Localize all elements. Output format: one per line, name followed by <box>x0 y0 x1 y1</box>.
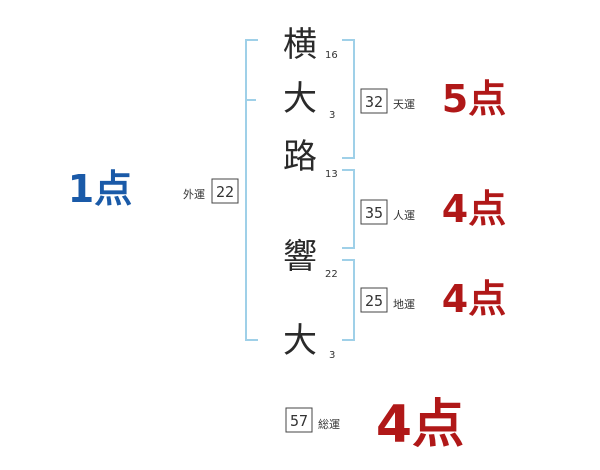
earth-fortune-score: 4点 <box>442 277 506 321</box>
stroke-count-2: 3 <box>329 110 335 121</box>
outer-fortune: 外運 22 1点 <box>68 167 239 211</box>
name-characters: 横 16 大 3 路 13 響 22 大 3 <box>283 25 338 361</box>
outer-fortune-value: 22 <box>216 183 234 201</box>
earth-fortune-box <box>360 287 388 313</box>
outer-fortune-label: 外運 <box>183 188 205 201</box>
name-char-1: 横 <box>283 25 317 65</box>
heaven-fortune-bracket <box>342 39 355 159</box>
name-char-2: 大 <box>283 79 317 119</box>
stroke-count-4: 22 <box>325 269 338 280</box>
name-char-4: 響 <box>283 237 317 277</box>
name-char-5: 大 <box>283 321 317 361</box>
person-fortune-bracket <box>342 169 355 249</box>
total-fortune: 57 総運 4点 <box>285 395 464 455</box>
stroke-count-1: 16 <box>325 50 338 61</box>
total-fortune-label: 総運 <box>318 417 340 431</box>
heaven-fortune: 32 天運 5点 <box>360 77 506 121</box>
total-fortune-box <box>285 407 313 433</box>
stroke-count-3: 13 <box>325 169 338 180</box>
name-char-3: 路 <box>283 137 317 177</box>
outer-fortune-bracket <box>245 39 258 341</box>
person-fortune-label: 人運 <box>393 209 415 222</box>
earth-fortune-bracket <box>342 259 355 341</box>
outer-fortune-box <box>211 178 239 204</box>
person-fortune: 35 人運 4点 <box>360 187 506 231</box>
earth-fortune-label: 地運 <box>393 298 415 311</box>
heaven-fortune-score: 5点 <box>442 77 506 121</box>
total-fortune-value: 57 <box>290 412 308 430</box>
total-fortune-score: 4点 <box>376 395 464 455</box>
earth-fortune: 25 地運 4点 <box>360 277 506 321</box>
heaven-fortune-box <box>360 88 388 114</box>
person-fortune-value: 35 <box>365 204 383 222</box>
person-fortune-box <box>360 199 388 225</box>
person-fortune-score: 4点 <box>442 187 506 231</box>
heaven-fortune-value: 32 <box>365 93 383 111</box>
heaven-fortune-label: 天運 <box>393 98 415 111</box>
outer-fortune-score: 1点 <box>68 167 132 211</box>
stroke-count-5: 3 <box>329 350 335 361</box>
earth-fortune-value: 25 <box>365 292 383 310</box>
